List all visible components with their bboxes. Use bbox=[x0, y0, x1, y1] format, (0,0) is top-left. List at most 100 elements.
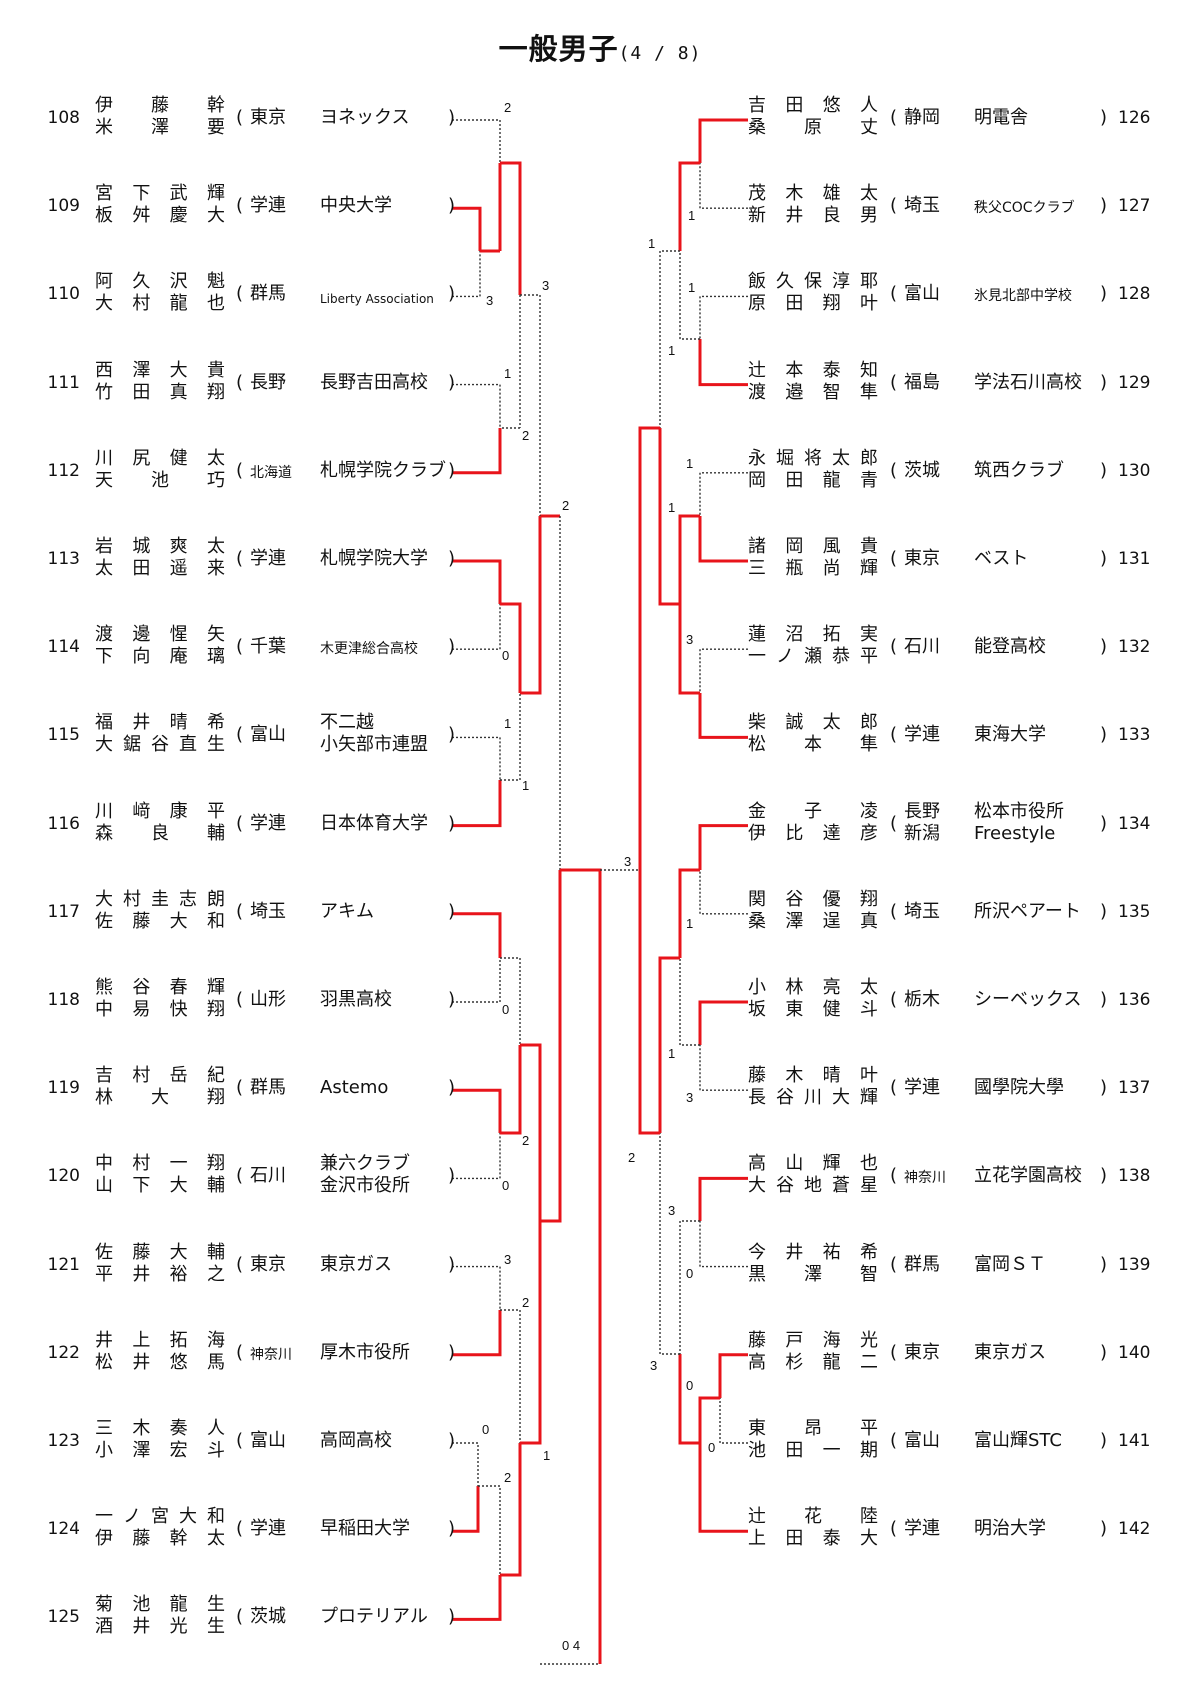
club-name: 東京ガス bbox=[320, 1253, 392, 1275]
paren-close: ) bbox=[1100, 195, 1108, 217]
paren-close: ) bbox=[1100, 636, 1108, 658]
player-2-name: 大村龍也 bbox=[95, 293, 225, 315]
prefecture: 埼玉 bbox=[904, 900, 940, 922]
bracket-line bbox=[520, 516, 542, 695]
score-label: 3 bbox=[624, 854, 631, 869]
bracket-line bbox=[452, 1575, 502, 1621]
seed-number: 122 bbox=[47, 1342, 80, 1363]
paren-close: ) bbox=[1100, 1165, 1108, 1187]
prefecture: 富山 bbox=[904, 1430, 940, 1451]
club-name: 高岡高校 bbox=[320, 1430, 392, 1451]
club-name: 國學院大學 bbox=[974, 1077, 1064, 1099]
seed-number: 132 bbox=[1118, 637, 1151, 658]
player-2-name: 桑原丈 bbox=[748, 117, 878, 138]
score-label: 1 bbox=[688, 208, 695, 223]
seed-number: 127 bbox=[1118, 196, 1151, 217]
seed-number: 114 bbox=[47, 637, 80, 658]
player-1-name: 蓮沼拓実 bbox=[748, 624, 878, 646]
bracket-line bbox=[500, 602, 522, 693]
score-label: 3 bbox=[686, 1090, 693, 1105]
paren-close: ) bbox=[448, 459, 456, 481]
paren-open: ( bbox=[890, 1253, 898, 1275]
prefecture: 学連 bbox=[904, 1077, 940, 1099]
club-name: ベスト bbox=[974, 548, 1029, 569]
club-name: 木更津総合高校 bbox=[320, 641, 418, 658]
club-name: 東京ガス bbox=[974, 1341, 1046, 1363]
seed-number: 112 bbox=[47, 460, 80, 481]
paren-open: ( bbox=[236, 1518, 244, 1540]
club-name: 明治大学 bbox=[974, 1518, 1046, 1540]
club-name-2: Freestyle bbox=[974, 822, 1056, 844]
player-2-name: 新井良男 bbox=[748, 205, 878, 227]
prefecture: 長野 bbox=[904, 800, 940, 822]
prefecture: 富山 bbox=[250, 1430, 286, 1451]
bracket-line bbox=[718, 1353, 748, 1398]
seed-number: 134 bbox=[1118, 813, 1151, 834]
bracket-line bbox=[678, 1354, 700, 1445]
player-1-name: 永堀将太郎 bbox=[748, 447, 878, 469]
club-name: Liberty Association bbox=[320, 292, 434, 307]
club-name: 明電舎 bbox=[974, 107, 1028, 128]
seed-number: 128 bbox=[1118, 284, 1151, 305]
player-2-name: 長谷川大輝 bbox=[748, 1087, 878, 1109]
player-2-name: 山下大輔 bbox=[95, 1175, 225, 1197]
bracket-line bbox=[698, 1396, 720, 1443]
club-name: 札幌学院大学 bbox=[320, 548, 428, 569]
bracket-line bbox=[452, 206, 482, 251]
seed-number: 115 bbox=[47, 725, 80, 746]
paren-open: ( bbox=[890, 636, 898, 658]
paren-close: ) bbox=[448, 900, 456, 922]
player-2-name: 大鋸谷直生 bbox=[95, 734, 225, 756]
prefecture: 学連 bbox=[250, 812, 286, 834]
player-2-name: 松本隼 bbox=[748, 734, 878, 756]
paren-close: ) bbox=[1100, 548, 1108, 569]
player-2-name: 米澤要 bbox=[95, 117, 225, 138]
player-1-name: 辻本泰知 bbox=[748, 359, 878, 381]
bracket-line bbox=[679, 251, 700, 340]
bracket-line bbox=[678, 868, 700, 958]
score-label: 1 bbox=[686, 916, 693, 931]
bracket-line bbox=[698, 118, 748, 163]
score-label: 3 bbox=[486, 293, 493, 308]
paren-close: ) bbox=[448, 1341, 456, 1363]
player-1-name: 辻花陸 bbox=[748, 1506, 878, 1528]
prefecture: 富山 bbox=[250, 724, 286, 746]
player-2-name: 三瓶尚輝 bbox=[748, 558, 878, 579]
score-label: 2 bbox=[628, 1150, 635, 1165]
bracket-line bbox=[500, 1309, 521, 1443]
bracket-line bbox=[452, 383, 501, 428]
player-2-name: 伊比達彦 bbox=[748, 822, 878, 844]
player-1-name: 三木奏人 bbox=[95, 1418, 225, 1439]
prefecture: 神奈川 bbox=[904, 1170, 946, 1187]
seed-number: 136 bbox=[1118, 990, 1151, 1010]
prefecture: 福島 bbox=[904, 371, 940, 393]
score-label: 1 bbox=[688, 280, 695, 295]
club-name: 厚木市役所 bbox=[320, 1341, 410, 1363]
score-label: 1 bbox=[522, 778, 529, 793]
score-label: 1 bbox=[543, 1448, 550, 1463]
score-label: 1 bbox=[504, 366, 511, 381]
paren-open: ( bbox=[890, 900, 898, 922]
bracket-line bbox=[698, 339, 748, 387]
paren-close: ) bbox=[448, 107, 456, 128]
bracket-line bbox=[478, 1485, 501, 1575]
player-2-name: 原田翔叶 bbox=[748, 293, 878, 315]
paren-close: ) bbox=[448, 283, 456, 305]
paren-open: ( bbox=[236, 989, 244, 1010]
bracket-line bbox=[678, 514, 700, 604]
club-name-2: 小矢部市連盟 bbox=[320, 734, 428, 756]
club-name: 筑西クラブ bbox=[974, 459, 1064, 481]
seed-number: 135 bbox=[1118, 901, 1151, 922]
prefecture: 群馬 bbox=[904, 1253, 940, 1275]
seed-number: 119 bbox=[47, 1078, 80, 1099]
bracket-line bbox=[699, 472, 748, 516]
paren-close: ) bbox=[1100, 1253, 1108, 1275]
seed-number: 137 bbox=[1118, 1078, 1151, 1099]
